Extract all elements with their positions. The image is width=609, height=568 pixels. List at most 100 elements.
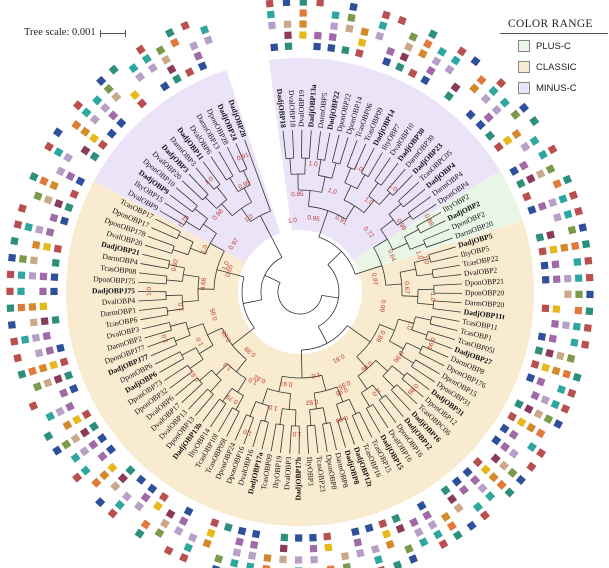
leaf-label: TcasOBP23 xyxy=(315,455,328,492)
branch xyxy=(274,423,277,431)
heatmap-cell xyxy=(510,109,521,120)
tree-scale-label: Tree scale: 0.001 xyxy=(24,27,96,38)
leaf-label: DvalOBP19 xyxy=(297,90,306,127)
bootstrap-value: 1.0 xyxy=(363,196,375,207)
heatmap-cell xyxy=(556,384,567,395)
leaf-branch xyxy=(332,435,337,450)
branch xyxy=(259,215,283,258)
heatmap-cell xyxy=(347,13,356,22)
heatmap-cell xyxy=(135,71,146,82)
heatmap-cell xyxy=(197,61,208,71)
leaf-branch xyxy=(279,445,282,453)
branch-arc xyxy=(401,372,408,380)
heatmap-cell xyxy=(404,544,414,554)
heatmap-cell xyxy=(280,533,289,542)
heatmap-cell xyxy=(125,465,136,476)
leaf-branch xyxy=(386,157,391,164)
heatmap-cell xyxy=(193,51,203,61)
branch xyxy=(344,418,352,436)
branch xyxy=(415,316,432,321)
heatmap-cell xyxy=(80,145,91,156)
heatmap-cell xyxy=(299,0,307,6)
heatmap-cell xyxy=(354,48,364,58)
leaf-label: DarmOBP1 xyxy=(100,305,137,318)
heatmap-cell xyxy=(427,520,438,530)
heatmap-cell xyxy=(381,57,392,67)
branch xyxy=(199,369,212,382)
leaf-branch xyxy=(406,181,420,194)
heatmap-cell xyxy=(294,556,303,564)
heatmap-cell xyxy=(29,318,38,327)
branch xyxy=(361,149,374,174)
heatmap-cell xyxy=(571,241,580,251)
leaf-label: DadjOBPJ75 xyxy=(92,286,135,295)
heatmap-cell xyxy=(247,551,257,560)
heatmap-cell xyxy=(536,448,547,459)
heatmap-cell xyxy=(44,141,54,152)
branch xyxy=(409,243,426,250)
heatmap-cell xyxy=(399,52,410,62)
heatmap-cell xyxy=(324,543,333,552)
heatmap-cell xyxy=(342,562,352,568)
branch-arc xyxy=(388,214,398,226)
heatmap-cell xyxy=(105,444,117,455)
leaf-branch xyxy=(164,202,177,211)
heatmap-cell xyxy=(203,35,213,45)
heatmap-cell xyxy=(263,554,272,563)
leaf-branch xyxy=(420,372,435,383)
heatmap-cell xyxy=(353,538,363,547)
heatmap-cell xyxy=(538,247,547,256)
branch xyxy=(157,248,172,254)
branch xyxy=(365,408,374,421)
heatmap-cell xyxy=(88,133,100,144)
branch-arc xyxy=(307,424,315,427)
heatmap-cell xyxy=(499,460,510,471)
branch-arc xyxy=(204,233,217,255)
heatmap-cell xyxy=(61,439,72,450)
heatmap-cell xyxy=(502,135,513,146)
heatmap-cell xyxy=(520,141,531,152)
bootstrap-value: 1.0 xyxy=(268,403,279,412)
heatmap-cell xyxy=(265,0,274,8)
heatmap-cell xyxy=(299,9,307,17)
branch xyxy=(321,294,339,299)
heatmap-cell xyxy=(117,473,128,484)
branch xyxy=(232,327,255,346)
branch xyxy=(412,210,426,220)
heatmap-cell xyxy=(43,378,53,388)
heatmap-cell xyxy=(483,112,494,123)
heatmap-cell xyxy=(97,451,108,462)
heatmap-cell xyxy=(370,544,380,554)
branch xyxy=(331,149,336,163)
branch xyxy=(190,247,206,255)
heatmap-cell xyxy=(31,333,41,342)
heatmap-cell xyxy=(553,419,564,429)
heatmap-cell xyxy=(446,521,457,532)
branch xyxy=(235,395,244,410)
heatmap-cell xyxy=(121,491,132,502)
branch xyxy=(212,403,227,424)
branch xyxy=(433,300,456,303)
bootstrap-value: 1.0 xyxy=(353,163,364,173)
branch xyxy=(205,196,217,209)
leaf-branch xyxy=(309,130,312,150)
bootstrap-value: 1.0 xyxy=(421,255,430,266)
heatmap-cell xyxy=(560,404,571,414)
heatmap-cell xyxy=(477,483,488,494)
heatmap-cell xyxy=(62,420,73,431)
heatmap-cell xyxy=(51,315,60,324)
heatmap-cell xyxy=(6,287,14,295)
branch-arc xyxy=(237,184,251,192)
heatmap-cell xyxy=(340,552,350,561)
heatmap-cell xyxy=(488,85,499,97)
heatmap-cell xyxy=(552,179,562,189)
heatmap-cell xyxy=(418,537,429,547)
heatmap-cell xyxy=(32,382,43,392)
bootstrap-value: 1.0 xyxy=(414,250,423,261)
branch xyxy=(318,159,322,176)
leaf-label: DvalOBP2 xyxy=(463,265,497,278)
bootstrap-value: 1.0 xyxy=(310,371,320,380)
heatmap-cell xyxy=(480,93,491,104)
branch xyxy=(261,388,268,404)
heatmap-cell xyxy=(327,43,336,53)
